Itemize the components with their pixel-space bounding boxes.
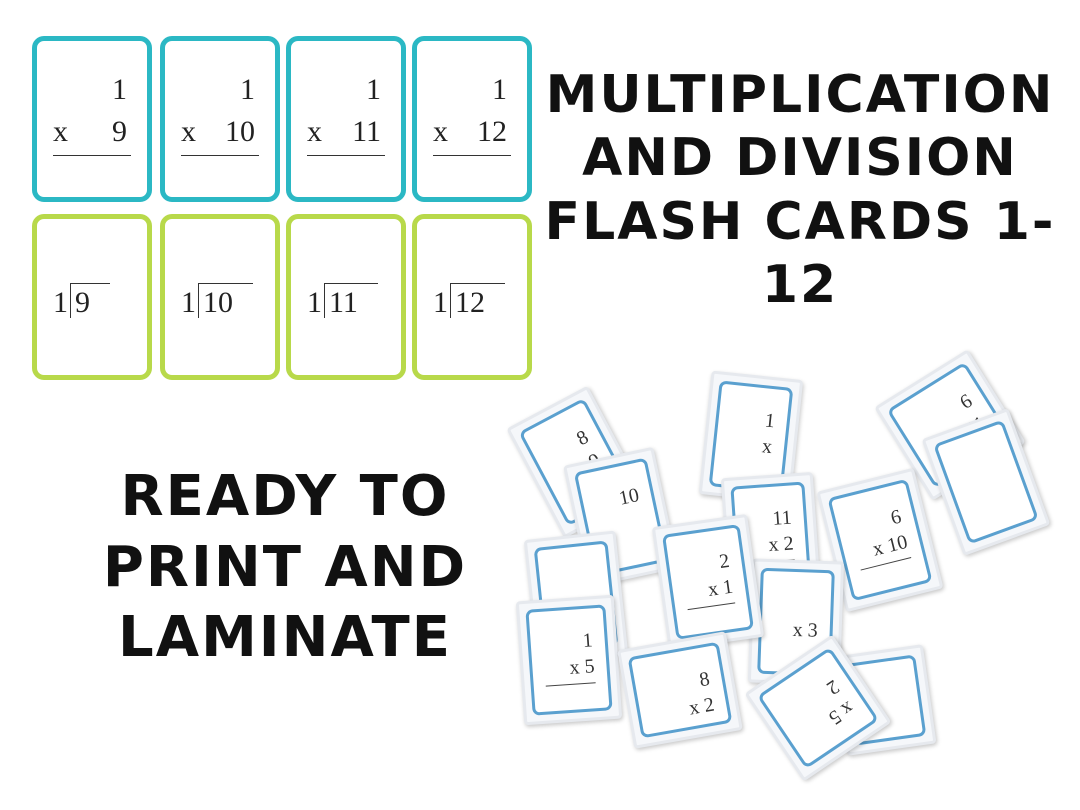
card-dividend: 12 [450,283,505,318]
card-bottom-number: 12 [477,115,507,148]
card-bottom-number: 9 [112,115,127,148]
card-divisor: 1 [53,286,68,319]
card-top-number: 1 [240,73,255,106]
division-card: 1 12 [412,214,532,380]
flash-card-pile: 89 1x 6x 11 10 11x 2 6x 10 x 3 2x 1 1x 5… [500,349,1060,790]
card-top-number: 1 [112,73,127,106]
card-top-number: 1 [366,73,381,106]
card-answer-line [307,155,385,156]
card-bottom-number: 10 [225,115,255,148]
multiplication-card: 1 x 12 [412,36,532,202]
card-divisor: 1 [181,286,196,319]
page-title: MULTIPLICATION AND DIVISION FLASH CARDS … [544,65,1056,316]
card-divisor: 1 [307,286,322,319]
card-operator: x [181,115,196,148]
card-dividend: 10 [198,283,253,318]
card-divisor: 1 [433,286,448,319]
tagline: READY TO PRINT AND LAMINATE [102,464,468,671]
card-dividend: 9 [70,283,110,318]
division-card: 1 11 [286,214,406,380]
division-card: 1 10 [160,214,280,380]
multiplication-card: 1 x 9 [32,36,152,202]
card-answer-line [53,155,131,156]
card-answer-line [433,155,511,156]
multiplication-card: 1 x 10 [160,36,280,202]
card-operator: x [53,115,68,148]
card-top-number: 1 [492,73,507,106]
card-operator: x [307,115,322,148]
card-dividend: 11 [324,283,378,318]
multiplication-card: 1 x 11 [286,36,406,202]
card-bottom-number: 11 [352,115,381,148]
division-card: 1 9 [32,214,152,380]
card-answer-line [181,155,259,156]
card-operator: x [433,115,448,148]
